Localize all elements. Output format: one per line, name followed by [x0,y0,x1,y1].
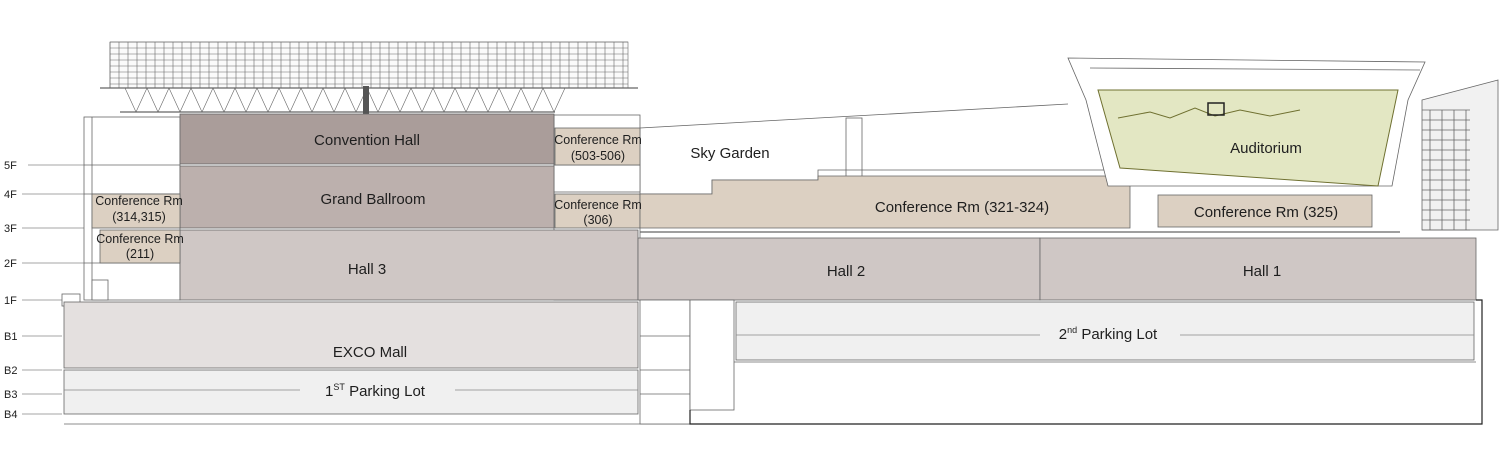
floor-label-2f: 2F [4,258,17,270]
parking-lot-2-label: 2nd Parking Lot [1059,325,1158,343]
roof-canopy [100,41,638,116]
auditorium-label: Auditorium [1230,140,1302,157]
hall-3-label: Hall 3 [348,261,386,278]
conf-211-label-line2: (211) [126,247,154,261]
exco-mall-label: EXCO Mall [333,344,407,361]
hall-1-label: Hall 1 [1243,263,1281,280]
floor-label-b3: B3 [4,389,17,401]
conf-503-506-block [554,127,641,166]
basement [63,299,1483,425]
hall-2-label: Hall 2 [827,263,865,280]
floor-label-b1: B1 [4,331,17,343]
room-labels: Convention Hall Grand Ballroom Hall 3 Ha… [64,132,1474,400]
parking-lot-1-block [63,369,639,415]
grand-ballroom-label: Grand Ballroom [320,191,425,208]
conf-503-506-label-line2: (503-506) [571,149,625,163]
floor-label-1f: 1F [4,295,17,307]
parking-lot-2-block [735,301,1475,361]
conf-321-324-label: Conference Rm (321-324) [875,199,1049,216]
conf-503-506-label-line1: Conference Rm [554,133,642,147]
auditorium-booth [1207,102,1225,116]
floor-label-b4: B4 [4,409,17,421]
conf-306-label-line1: Conference Rm [554,198,642,212]
convention-hall-block [179,113,555,165]
conf-211-block [99,229,181,264]
hall-3-block [179,229,639,301]
conf-325-label: Conference Rm (325) [1194,204,1338,221]
floor-labels: 5F 4F 3F 2F 1F B1 B2 B3 B4 [4,160,17,421]
parking-lot-1-label: 1ST Parking Lot [325,382,426,400]
floor-label-3f: 3F [4,223,17,235]
auditorium-block [1097,89,1399,187]
conf-306-block [554,193,641,229]
floor-label-b2: B2 [4,365,17,377]
hall-1-block [1039,237,1477,301]
hall-2-block [637,237,1041,301]
floor-levels [22,164,86,415]
conf-314-315-block [91,193,181,229]
conf-211-label-line1: Conference Rm [96,232,184,246]
conf-321-324-block [639,175,1131,229]
floor-label-5f: 5F [4,160,17,172]
conf-314-315-label-line1: Conference Rm [95,194,183,208]
floor-label-4f: 4F [4,189,17,201]
conf-325-block [1157,194,1373,228]
exco-mall-block [63,301,639,369]
sky-garden-label: Sky Garden [690,145,769,162]
conf-306-label-line2: (306) [583,213,612,227]
convention-hall-label: Convention Hall [314,132,420,149]
conf-314-315-label-line2: (314,315) [112,210,166,224]
auditorium-stage [1117,107,1301,119]
